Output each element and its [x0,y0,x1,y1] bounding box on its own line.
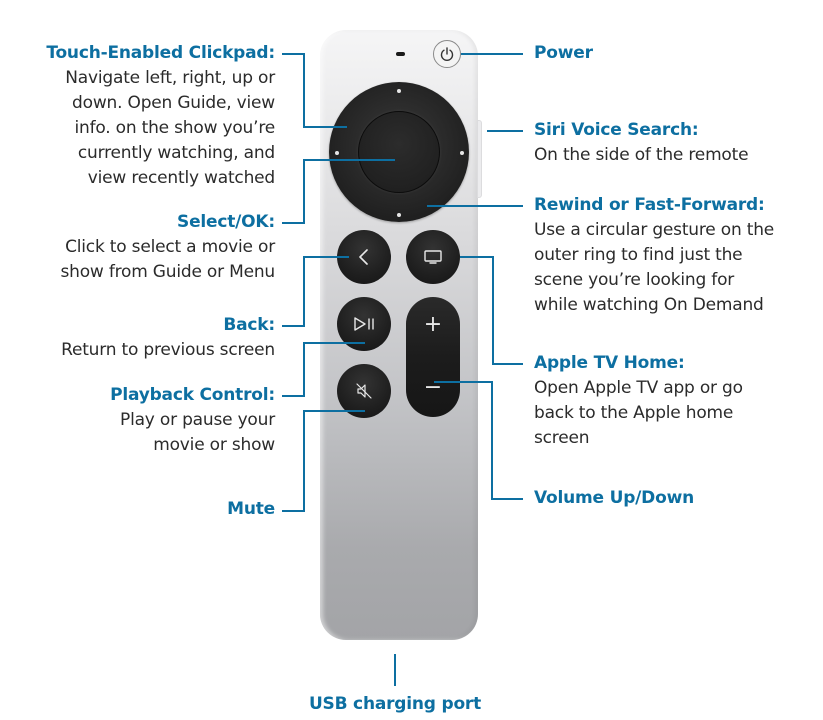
connector-playback-v [303,342,305,397]
callout-line: Return to previous screen [61,340,275,360]
connector-siri [487,130,523,132]
callout-apple-tv-home: Apple TV Home: Open Apple TV app or go b… [534,351,819,451]
callout-title: Back: [223,315,275,335]
callout-title: Power [534,43,593,63]
volume-up-icon: + [423,312,443,337]
microphone-slot [396,52,405,56]
callout-select-ok: Select/OK: Click to select a movie or sh… [0,210,276,285]
clickpad-center [358,111,440,193]
callout-mute: Mute [0,497,275,522]
callout-line: Use a circular gesture on the [534,220,775,240]
callout-title: Apple TV Home: [534,353,685,373]
callout-line: view recently watched [87,168,275,188]
siri-side-button [477,120,482,198]
connector-playback [282,395,304,397]
callout-line: movie or show [153,435,275,455]
connector-select-v [303,160,305,224]
connector-tv-home [460,256,493,258]
callout-title: Volume Up/Down [534,488,694,508]
callout-line: Navigate left, right, up or [65,68,275,88]
callout-touch-clickpad: Touch-Enabled Clickpad: Navigate left, r… [0,41,275,191]
callout-volume: Volume Up/Down [534,486,819,511]
callout-siri: Siri Voice Search: On the side of the re… [534,118,819,168]
callout-line: scene you’re looking for [534,270,735,290]
power-button [433,40,461,68]
callout-line: On the side of the remote [534,145,749,165]
connector-back [282,325,304,327]
callout-playback: Playback Control: Play or pause your mov… [0,383,275,458]
callout-line: Open Apple TV app or go [534,378,743,398]
tv-home-button [406,230,460,284]
connector-select-h2 [303,159,395,161]
callout-line: info. on the show you’re [74,118,275,138]
tv-icon [424,250,442,264]
callout-title: Touch-Enabled Clickpad: [46,43,275,63]
connector-select [282,222,304,224]
connector-touch-clickpad [282,53,304,55]
clickpad-dot-right [460,151,464,155]
callout-line: currently watching, and [77,143,275,163]
callout-line: Play or pause your [120,410,275,430]
callout-back: Back: Return to previous screen [0,313,275,363]
callout-rewind-ff: Rewind or Fast-Forward: Use a circular g… [534,193,819,318]
callout-usb: USB charging port [295,692,495,717]
power-icon [440,47,454,61]
mute-icon [356,383,372,399]
back-button [337,230,391,284]
callout-line: down. Open Guide, view [72,93,275,113]
callout-title: Siri Voice Search: [534,120,699,140]
callout-line: outer ring to find just the [534,245,743,265]
play-pause-icon [354,317,374,331]
callout-title: Select/OK: [177,212,275,232]
connector-volume-h2 [491,498,523,500]
callout-title: Playback Control: [110,385,275,405]
connector-power [461,53,523,55]
connector-back-h2 [303,256,349,258]
connector-rewind [427,205,523,207]
connector-volume [434,381,492,383]
callout-line: while watching On Demand [534,295,764,315]
connector-volume-v [491,381,493,500]
connector-touch-clickpad-h2 [303,126,347,128]
connector-tv-home-h2 [492,363,523,365]
callout-line: screen [534,428,590,448]
callout-line: back to the Apple home [534,403,734,423]
volume-rocker: + − [406,297,460,417]
callout-title: Mute [227,499,275,519]
callout-line: show from Guide or Menu [60,262,276,282]
connector-tv-home-v [492,256,494,365]
callout-title: Rewind or Fast-Forward: [534,195,765,215]
connector-mute-v [303,410,305,512]
connector-back-v [303,257,305,327]
connector-playback-h2 [303,342,365,344]
callout-power: Power [534,41,819,66]
clickpad-dot-left [335,151,339,155]
connector-touch-clickpad-v [303,53,305,128]
callout-line: Click to select a movie or [65,237,275,257]
connector-mute [282,510,304,512]
callout-title: USB charging port [308,694,482,714]
chevron-left-icon [359,249,368,265]
mute-button [337,364,391,418]
connector-usb [394,654,396,686]
clickpad-dot-down [397,213,401,217]
connector-mute-h2 [303,410,365,412]
clickpad-dot-up [397,89,401,93]
